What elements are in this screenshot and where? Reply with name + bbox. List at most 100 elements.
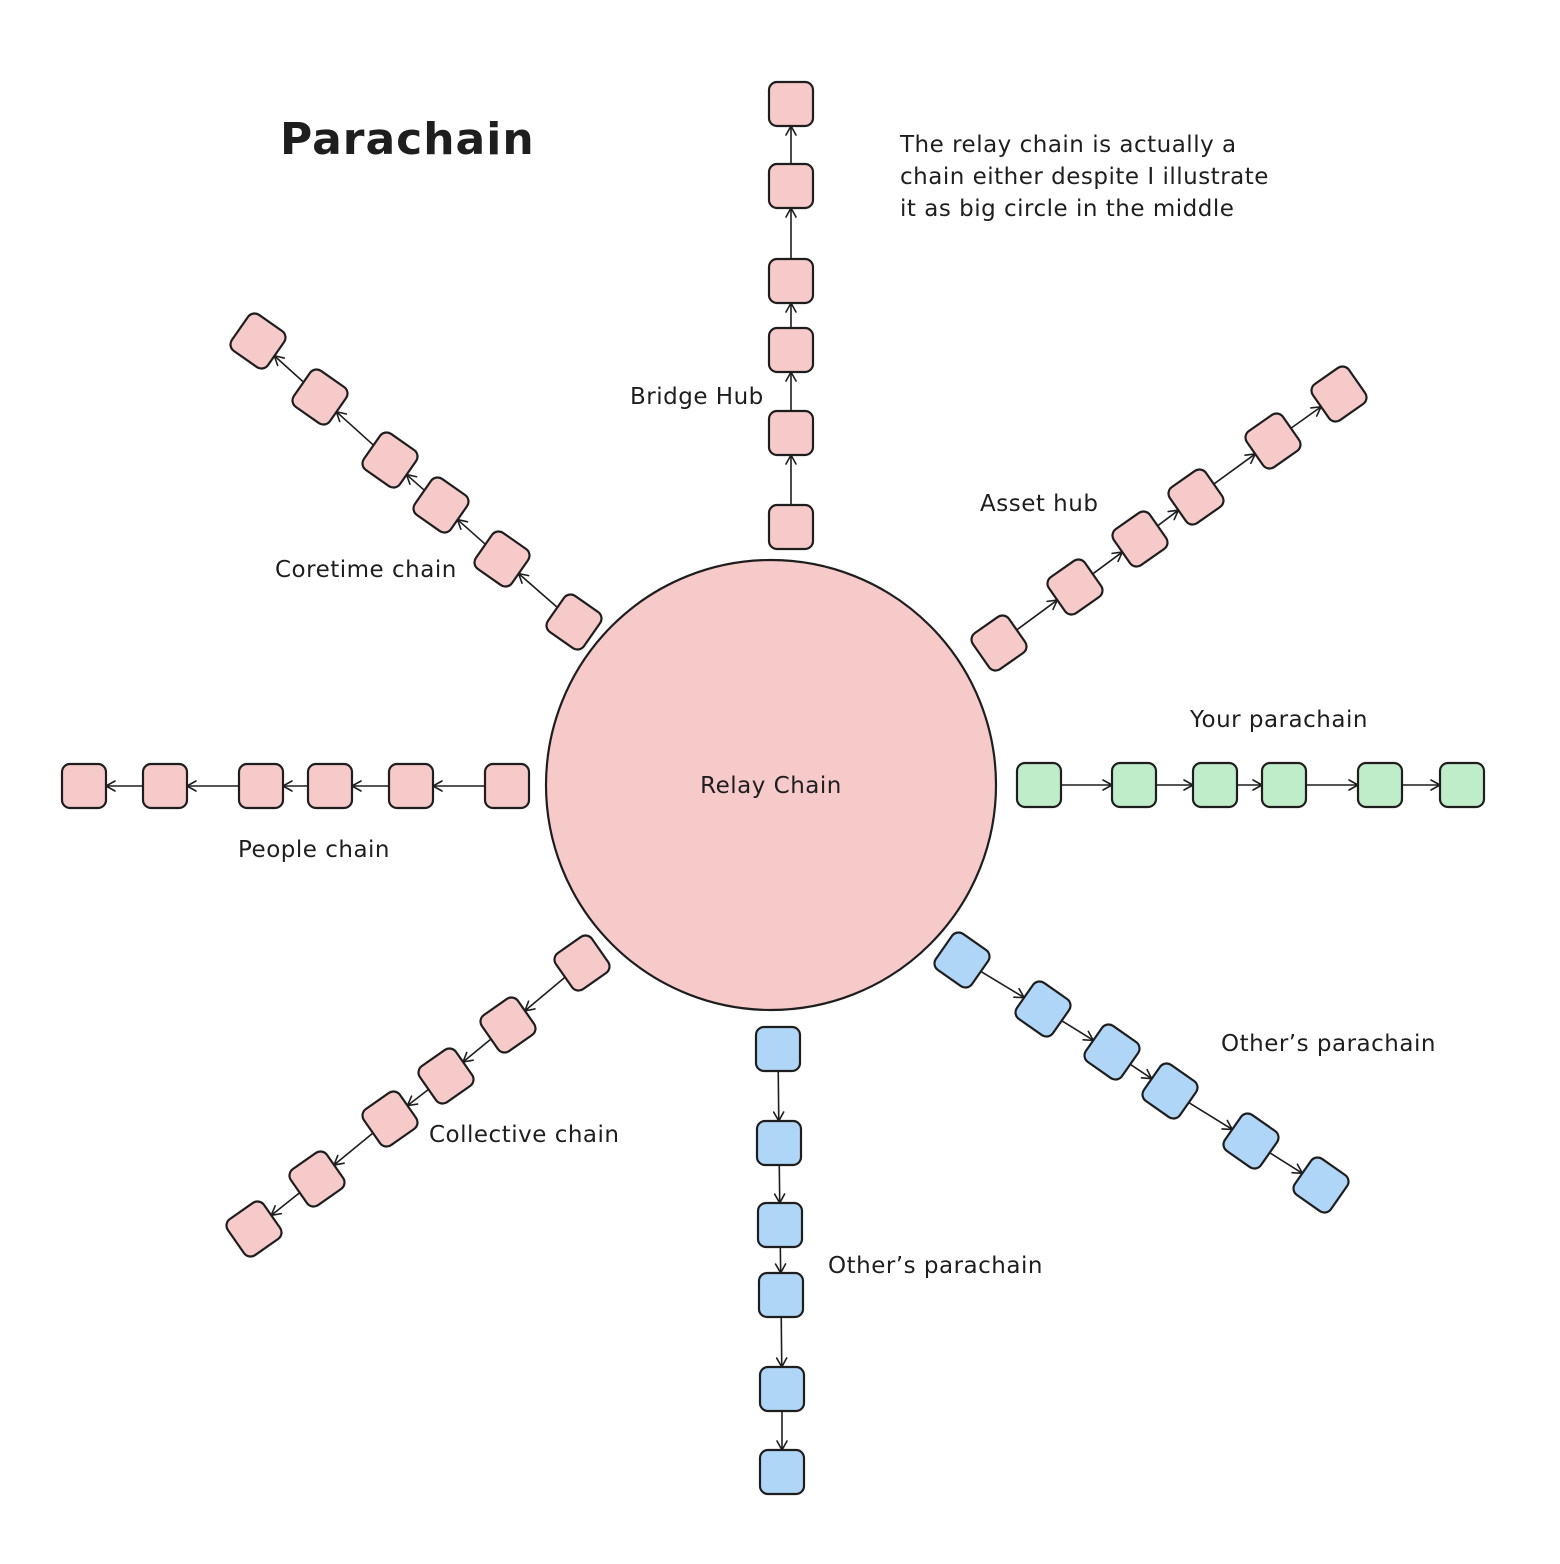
chain-block bbox=[767, 503, 815, 551]
chain-label-asset-hub: Asset hub bbox=[980, 491, 1098, 517]
chain-block bbox=[1222, 1112, 1280, 1170]
relay-chain-label: Relay Chain bbox=[700, 773, 842, 799]
chain-block bbox=[141, 762, 189, 810]
chain-block bbox=[755, 1119, 803, 1167]
chain-block bbox=[1191, 761, 1239, 809]
block-link bbox=[777, 1070, 780, 1122]
relay-note-line: it as big circle in the middle bbox=[900, 196, 1234, 222]
chain-block bbox=[1046, 558, 1104, 616]
block-link bbox=[1129, 1063, 1153, 1080]
chain-block bbox=[387, 762, 435, 810]
block-link bbox=[780, 1316, 783, 1368]
block-link-arrowhead bbox=[1082, 1030, 1095, 1042]
chain-block bbox=[933, 931, 991, 989]
chain-block bbox=[1141, 1062, 1199, 1120]
block-link bbox=[1092, 551, 1123, 575]
chain-block bbox=[60, 762, 108, 810]
parachains bbox=[60, 80, 1486, 1496]
block-link bbox=[405, 473, 426, 492]
chain-block bbox=[1244, 412, 1302, 470]
chain-block bbox=[225, 1200, 283, 1258]
chain-block bbox=[545, 593, 603, 651]
chain-block bbox=[767, 162, 815, 210]
chain-label-your-parachain: Your parachain bbox=[1189, 707, 1368, 733]
chain-bridge-hub bbox=[767, 80, 815, 551]
relay-note-line: chain either despite I illustrate bbox=[900, 164, 1269, 190]
chain-block bbox=[1014, 980, 1072, 1038]
block-link bbox=[1269, 1152, 1303, 1174]
chain-labels: Bridge Hub Asset hub Your parachain Othe… bbox=[238, 384, 1436, 1279]
chain-block bbox=[1111, 510, 1169, 568]
chain-block bbox=[412, 476, 470, 534]
block-link bbox=[1157, 509, 1179, 527]
chain-block bbox=[1167, 468, 1225, 526]
chain-block bbox=[1292, 1156, 1350, 1214]
chain-people-chain bbox=[60, 762, 531, 810]
block-link bbox=[518, 572, 558, 609]
block-link bbox=[270, 1192, 301, 1216]
chain-block bbox=[756, 1201, 804, 1249]
chain-block bbox=[758, 1365, 806, 1413]
chain-label-bridge-hub: Bridge Hub bbox=[630, 384, 764, 410]
block-link bbox=[462, 1038, 492, 1063]
relay-note-line: The relay chain is actually a bbox=[899, 132, 1237, 158]
chain-block bbox=[483, 762, 531, 810]
block-link bbox=[1016, 599, 1058, 631]
block-link bbox=[1188, 1101, 1233, 1131]
chain-block bbox=[767, 80, 815, 128]
chain-block bbox=[288, 1150, 346, 1208]
chain-asset-hub bbox=[970, 365, 1368, 672]
chain-block bbox=[1438, 761, 1486, 809]
chain-block bbox=[1083, 1023, 1141, 1081]
chain-block bbox=[1260, 761, 1308, 809]
chain-label-collective-chain: Collective chain bbox=[429, 1122, 619, 1148]
chain-block bbox=[229, 312, 287, 370]
diagram-title: Parachain bbox=[280, 114, 535, 165]
chain-label-others-parachain-s: Other’s parachain bbox=[828, 1253, 1043, 1279]
chain-block bbox=[417, 1047, 475, 1105]
chain-block bbox=[479, 996, 537, 1054]
block-link-arrowhead bbox=[1291, 1163, 1304, 1175]
chain-your-parachain bbox=[1015, 761, 1486, 809]
block-link bbox=[273, 355, 305, 383]
relay-chain-circle bbox=[544, 558, 998, 1012]
relay-note: The relay chain is actually a chain eith… bbox=[899, 132, 1269, 222]
block-link bbox=[406, 1088, 430, 1107]
chain-label-others-parachain-se: Other’s parachain bbox=[1221, 1031, 1436, 1057]
chain-block bbox=[237, 762, 285, 810]
chain-others-parachain-se bbox=[933, 931, 1350, 1214]
chain-block bbox=[1015, 761, 1063, 809]
chain-block bbox=[767, 257, 815, 305]
block-link bbox=[980, 970, 1025, 999]
chain-block bbox=[754, 1025, 802, 1073]
block-link bbox=[1061, 1019, 1094, 1042]
chain-block bbox=[306, 762, 354, 810]
relay-chain: Relay Chain bbox=[544, 558, 998, 1012]
chain-block bbox=[1110, 761, 1158, 809]
block-link-arrowhead bbox=[1140, 1068, 1153, 1080]
chain-block bbox=[291, 368, 349, 426]
chain-block bbox=[361, 1090, 419, 1148]
chain-block bbox=[473, 530, 531, 588]
block-link bbox=[335, 411, 375, 446]
block-link bbox=[524, 976, 566, 1012]
chain-collective-chain bbox=[225, 934, 611, 1258]
chain-block bbox=[970, 614, 1028, 672]
block-link bbox=[333, 1132, 374, 1166]
chain-label-people-chain: People chain bbox=[238, 837, 390, 863]
block-link-arrowhead bbox=[1310, 405, 1322, 417]
block-link bbox=[1213, 453, 1256, 485]
chain-block bbox=[553, 934, 611, 992]
chain-block bbox=[767, 326, 815, 374]
block-link bbox=[1290, 406, 1322, 429]
chain-block bbox=[1310, 365, 1368, 423]
chain-block bbox=[1356, 761, 1404, 809]
chain-block bbox=[767, 409, 815, 457]
chain-block bbox=[758, 1448, 806, 1496]
chain-block bbox=[757, 1271, 805, 1319]
chain-block bbox=[361, 431, 419, 489]
chain-label-coretime-chain: Coretime chain bbox=[275, 557, 457, 583]
chain-others-parachain-s bbox=[754, 1025, 806, 1496]
block-link bbox=[456, 518, 487, 546]
